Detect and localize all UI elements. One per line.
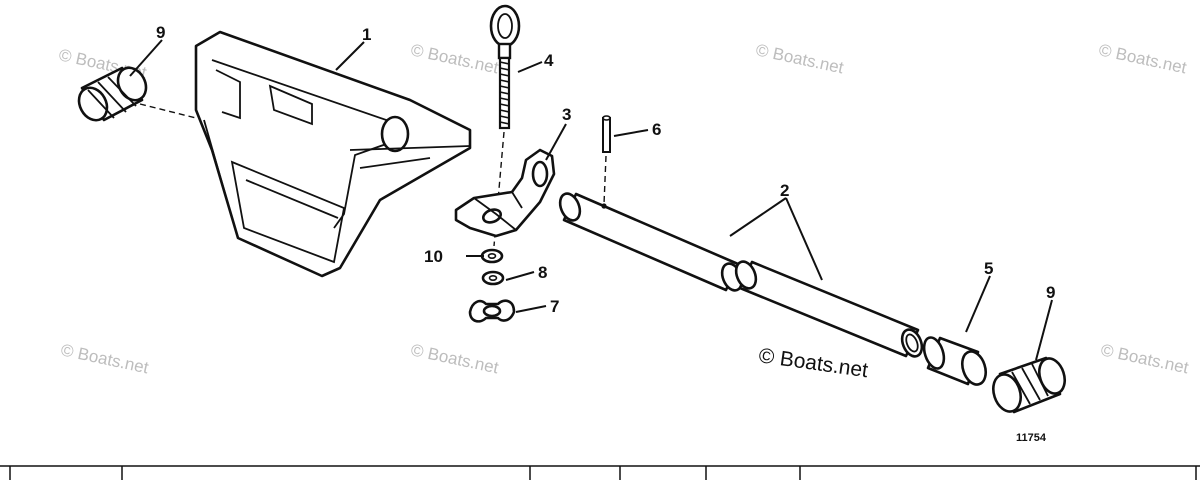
- sleeve: [922, 336, 988, 386]
- callout-2: 2: [780, 181, 789, 200]
- tube-segment-2: [734, 260, 924, 358]
- callout-4: 4: [544, 51, 554, 70]
- callout-1: 1: [362, 25, 371, 44]
- callout-9-left: 9: [156, 23, 165, 42]
- callout-6: 6: [652, 120, 661, 139]
- bracket-plate: [454, 148, 556, 238]
- watermark-2: © Boats.net: [409, 40, 500, 77]
- watermark-3: © Boats.net: [754, 40, 845, 77]
- washer-10: [480, 248, 504, 264]
- washer-8: [481, 270, 505, 286]
- figure-number: 11754: [1016, 432, 1047, 444]
- grip-left: [77, 66, 148, 122]
- watermark-5: © Boats.net: [59, 340, 150, 377]
- eye-bolt: [489, 4, 521, 130]
- grip-left-dashline: [139, 103, 197, 119]
- watermark-7: © Boats.net: [1099, 340, 1190, 377]
- watermark-6: © Boats.net: [409, 340, 500, 377]
- callout-9-right: 9: [1046, 283, 1055, 302]
- leader-lines: [129, 39, 1053, 361]
- pin: [602, 115, 611, 153]
- callout-5: 5: [984, 259, 993, 278]
- callout-7: 7: [550, 297, 559, 316]
- bracket: [194, 30, 472, 278]
- grip-right: [992, 356, 1066, 414]
- tube-segment-1: [558, 192, 744, 292]
- callout-3: 3: [562, 105, 571, 124]
- callouts: 9 1 4 3 6 2 10 8 7 5 9: [156, 23, 1055, 316]
- callout-8: 8: [538, 263, 547, 282]
- watermark-4: © Boats.net: [1097, 40, 1188, 77]
- watermark-main: © Boats.net: [757, 344, 869, 382]
- wing-nut: [468, 299, 516, 323]
- pin-dashline: [603, 155, 607, 205]
- bottom-table-strip: [0, 465, 1200, 480]
- callout-10: 10: [424, 247, 443, 266]
